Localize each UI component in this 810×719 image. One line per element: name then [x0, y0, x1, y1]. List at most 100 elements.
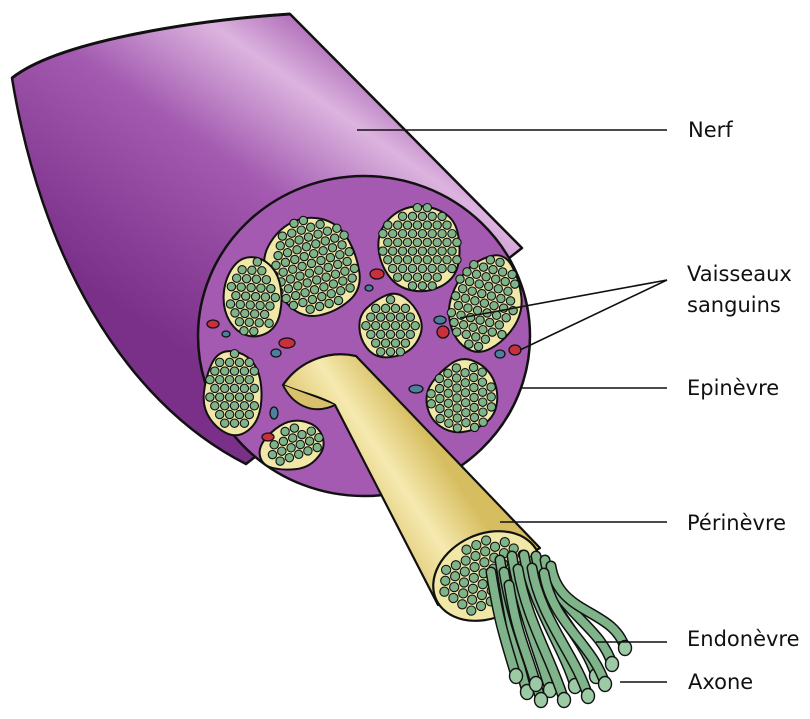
- endoneurium-fiber: [230, 402, 238, 410]
- endoneurium-fiber: [440, 587, 449, 596]
- endoneurium-fiber: [377, 313, 385, 321]
- endoneurium-fiber: [238, 266, 246, 274]
- endoneurium-fiber: [461, 379, 469, 387]
- endoneurium-fiber: [232, 291, 240, 299]
- endoneurium-fiber: [477, 591, 486, 600]
- endoneurium-fiber: [296, 440, 304, 448]
- endoneurium-fiber: [472, 270, 480, 278]
- endoneurium-fiber: [225, 376, 233, 384]
- endoneurium-fiber: [482, 536, 491, 545]
- endoneurium-fiber: [252, 275, 260, 283]
- endoneurium-fiber: [381, 322, 389, 330]
- endoneurium-fiber: [377, 330, 385, 338]
- endoneurium-fiber: [459, 578, 468, 587]
- endoneurium-fiber: [418, 247, 426, 255]
- label-endonevre: Endonèvre: [687, 627, 800, 652]
- endoneurium-fiber: [379, 247, 387, 255]
- endoneurium-fiber: [315, 266, 323, 274]
- endoneurium-fiber: [468, 287, 476, 295]
- endoneurium-fiber: [381, 304, 389, 312]
- endoneurium-fiber: [471, 551, 480, 560]
- endoneurium-fiber: [498, 330, 506, 338]
- endoneurium-fiber: [237, 283, 245, 291]
- endoneurium-fiber: [485, 282, 493, 290]
- endoneurium-fiber: [285, 454, 293, 462]
- endoneurium-fiber: [341, 267, 349, 275]
- axon-tip: [530, 677, 543, 692]
- endoneurium-fiber: [403, 273, 411, 281]
- endoneurium-fiber: [268, 450, 276, 458]
- endoneurium-fiber: [478, 289, 486, 297]
- endoneurium-fiber: [216, 376, 224, 384]
- endoneurium-fiber: [487, 393, 495, 401]
- blood-vessel-artery: [370, 269, 384, 279]
- endoneurium-fiber: [438, 247, 446, 255]
- endoneurium-fiber: [293, 246, 301, 254]
- endoneurium-fiber: [428, 247, 436, 255]
- endoneurium-fiber: [398, 230, 406, 238]
- endoneurium-fiber: [329, 280, 337, 288]
- endoneurium-fiber: [453, 414, 461, 422]
- endoneurium-fiber: [299, 216, 307, 224]
- axon-tip: [606, 657, 619, 672]
- blood-vessel-vein: [271, 349, 281, 357]
- endoneurium-fiber: [290, 424, 298, 432]
- endoneurium-fiber: [221, 402, 229, 410]
- endoneurium-fiber: [498, 268, 506, 276]
- endoneurium-fiber: [211, 384, 219, 392]
- endoneurium-fiber: [394, 221, 402, 229]
- endoneurium-fiber: [443, 256, 451, 264]
- endoneurium-fiber: [297, 226, 305, 234]
- endoneurium-fiber: [216, 393, 224, 401]
- label-vaisseaux-sanguins-line2: sanguins: [687, 293, 781, 318]
- endoneurium-fiber: [240, 384, 248, 392]
- endoneurium-fiber: [286, 275, 294, 283]
- endoneurium-fiber: [245, 410, 253, 418]
- endoneurium-fiber: [427, 400, 435, 408]
- endoneurium-fiber: [408, 282, 416, 290]
- endoneurium-fiber: [396, 330, 404, 338]
- endoneurium-fiber: [304, 233, 312, 241]
- endoneurium-fiber: [367, 330, 375, 338]
- endoneurium-fiber: [408, 230, 416, 238]
- leader-vaisseaux-2: [520, 280, 667, 350]
- endoneurium-fiber: [274, 251, 282, 259]
- label-nerf: Nerf: [688, 118, 733, 143]
- endoneurium-fiber: [241, 309, 249, 317]
- endoneurium-fiber: [340, 231, 348, 239]
- endoneurium-fiber: [247, 283, 255, 291]
- blood-vessel-vein: [434, 316, 446, 324]
- endoneurium-fiber: [423, 273, 431, 281]
- endoneurium-fiber: [256, 301, 264, 309]
- endoneurium-fiber: [372, 339, 380, 347]
- endoneurium-fiber: [394, 256, 402, 264]
- endoneurium-fiber: [221, 384, 229, 392]
- endoneurium-fiber: [345, 248, 353, 256]
- endoneurium-fiber: [458, 600, 467, 609]
- endoneurium-fiber: [334, 260, 342, 268]
- endoneurium-fiber: [250, 327, 258, 335]
- endoneurium-fiber: [235, 410, 243, 418]
- endoneurium-fiber: [500, 538, 509, 547]
- endoneurium-fiber: [377, 348, 385, 356]
- endoneurium-fiber: [460, 567, 469, 576]
- endoneurium-fiber: [479, 408, 487, 416]
- endoneurium-fiber: [225, 358, 233, 366]
- endoneurium-fiber: [479, 263, 487, 271]
- endoneurium-fiber: [443, 238, 451, 246]
- endoneurium-fiber: [435, 374, 443, 382]
- endoneurium-fiber: [367, 313, 375, 321]
- endoneurium-fiber: [248, 266, 256, 274]
- endoneurium-fiber: [481, 335, 489, 343]
- endoneurium-fiber: [438, 212, 446, 220]
- endoneurium-fiber: [451, 572, 460, 581]
- endoneurium-fiber: [461, 389, 469, 397]
- endoneurium-fiber: [391, 339, 399, 347]
- endoneurium-fiber: [327, 290, 335, 298]
- endoneurium-fiber: [406, 313, 414, 321]
- endoneurium-fiber: [326, 253, 334, 261]
- endoneurium-fiber: [469, 363, 477, 371]
- endoneurium-fiber: [394, 238, 402, 246]
- endoneurium-fiber: [315, 434, 323, 442]
- endoneurium-fiber: [245, 318, 253, 326]
